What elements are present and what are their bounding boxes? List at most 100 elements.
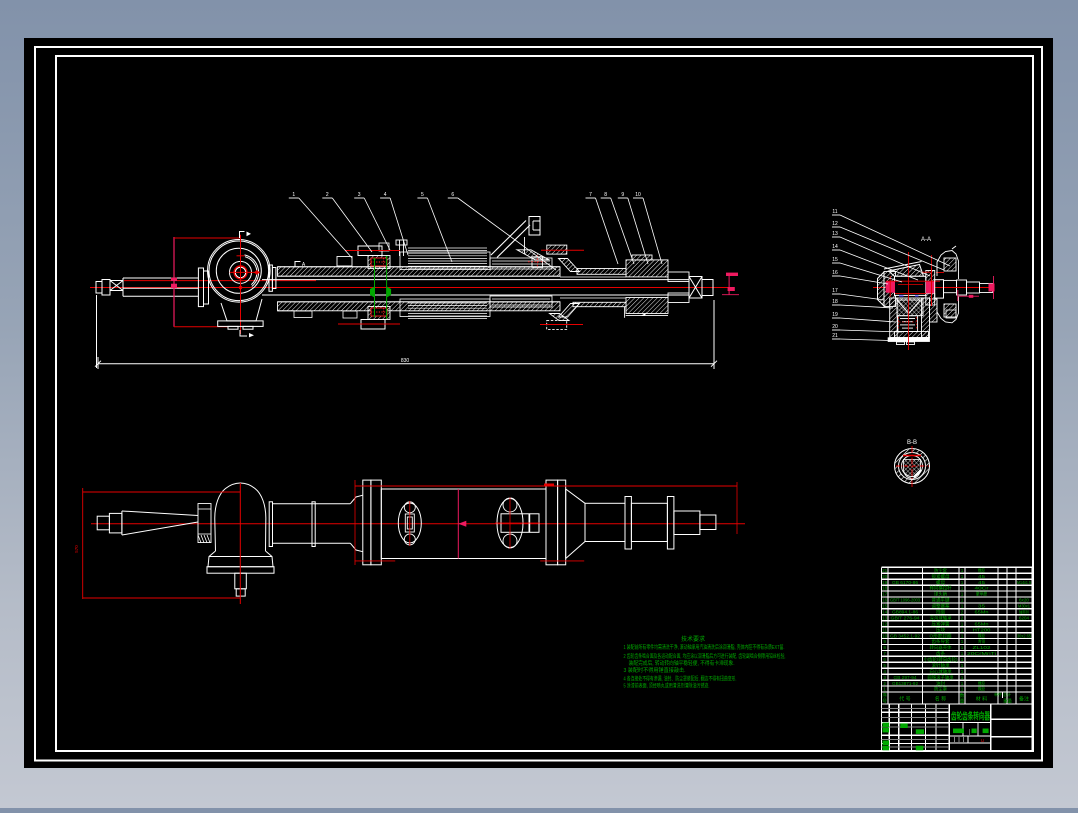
svg-text:挡圈: 挡圈 (936, 609, 945, 616)
svg-text:21: 21 (882, 568, 888, 573)
svg-text:1: 1 (961, 604, 964, 609)
svg-text:1: 1 (961, 675, 964, 680)
svg-text:18: 18 (832, 299, 838, 305)
svg-text:1: 1 (961, 586, 964, 591)
svg-text:21: 21 (832, 333, 838, 339)
svg-text:1: 1 (961, 657, 964, 662)
svg-text:橡胶: 橡胶 (978, 680, 985, 687)
svg-text:1: 1 (883, 687, 886, 692)
svg-text:12: 12 (882, 621, 888, 626)
svg-text:名 称: 名 称 (935, 696, 946, 703)
svg-text:齿条导套: 齿条导套 (932, 638, 950, 645)
svg-text:O形密封圈: O形密封圈 (930, 632, 953, 639)
svg-text:压紧弹簧: 压紧弹簧 (932, 620, 950, 627)
svg-text:GB 3452.1-92: GB 3452.1-92 (890, 633, 921, 638)
svg-text:14: 14 (832, 244, 838, 250)
svg-text:6x20: 6x20 (1019, 598, 1030, 603)
svg-text:20: 20 (832, 324, 838, 330)
svg-text:压块: 压块 (936, 626, 945, 633)
svg-text:9: 9 (883, 639, 886, 644)
svg-text:4: 4 (883, 669, 886, 674)
svg-text:GB894.1-86: GB894.1-86 (892, 610, 919, 615)
svg-text:1: 1 (961, 633, 964, 638)
svg-text:小齿轮(转向齿轮): 小齿轮(转向齿轮) (924, 656, 958, 663)
svg-text:3: 3 (883, 675, 886, 680)
svg-text:16: 16 (832, 270, 838, 276)
svg-text:9: 9 (621, 192, 624, 198)
svg-text:橡胶: 橡胶 (978, 567, 985, 574)
svg-text:M14x1.5: M14x1.5 (1017, 580, 1032, 585)
svg-text:45: 45 (978, 574, 986, 579)
svg-text:830: 830 (401, 358, 410, 364)
svg-text:2: 2 (961, 615, 964, 620)
svg-text:GB 297-94: GB 297-94 (894, 675, 918, 680)
svg-text:10: 10 (635, 192, 641, 198)
svg-text:螺母: 螺母 (936, 579, 945, 586)
svg-text:ZL102: ZL102 (973, 645, 992, 650)
svg-text:8: 8 (604, 192, 607, 198)
svg-text:45: 45 (978, 580, 986, 585)
svg-text:19: 19 (882, 580, 888, 585)
svg-text:14: 14 (882, 610, 888, 615)
svg-text:转向器壳体: 转向器壳体 (930, 644, 952, 651)
svg-text:轴用30: 轴用30 (1019, 609, 1030, 616)
svg-text:65Mn: 65Mn (975, 610, 990, 615)
svg-text:4: 4 (384, 192, 387, 198)
svg-text:技术要求: 技术要求 (681, 635, 705, 643)
svg-text:数: 数 (960, 692, 965, 699)
svg-text:聚甲醛: 聚甲醛 (976, 591, 987, 598)
svg-text:橡胶: 橡胶 (978, 632, 985, 639)
svg-text:7: 7 (883, 651, 886, 656)
svg-text:11: 11 (832, 209, 837, 215)
svg-text:16: 16 (882, 598, 888, 603)
svg-text:13: 13 (882, 615, 888, 620)
svg-text:M30x1: M30x1 (1018, 604, 1031, 609)
svg-text:2: 2 (326, 192, 329, 198)
svg-text:5: 5 (421, 192, 424, 198)
svg-text:材 料: 材 料 (976, 696, 987, 703)
svg-text:青铜: 青铜 (978, 638, 985, 645)
svg-text:1 装配前所有零件均需清洗干净, 滚动轴承用汽油清洗后涂: 1 装配前所有零件均需清洗干净, 滚动轴承用汽油清洗后涂润滑脂, 壳体内腔不得有… (624, 643, 785, 651)
svg-text:号: 号 (882, 699, 887, 705)
svg-text:u: u (981, 738, 984, 744)
svg-text:普通平键: 普通平键 (932, 597, 950, 604)
svg-text:19: 19 (832, 312, 838, 318)
svg-text:转向横拉杆: 转向横拉杆 (930, 585, 952, 592)
svg-text:15: 15 (832, 257, 838, 263)
svg-text:单件 总计: 单件 总计 (994, 691, 1011, 697)
svg-text:1: 1 (961, 645, 964, 650)
svg-text:5: 5 (883, 663, 886, 668)
svg-text:A: A (302, 262, 306, 268)
svg-text:1: 1 (961, 580, 964, 585)
svg-text:10: 10 (882, 633, 888, 638)
svg-text:2: 2 (961, 610, 964, 615)
svg-text:20CrMnTi: 20CrMnTi (967, 651, 996, 656)
svg-text:6: 6 (883, 657, 886, 662)
svg-text:A-A: A-A (921, 237, 931, 243)
svg-text:17: 17 (832, 288, 838, 294)
svg-text:17: 17 (882, 592, 888, 597)
svg-text:7: 7 (589, 192, 592, 198)
svg-text:1: 1 (961, 663, 964, 668)
svg-text:1: 1 (961, 627, 964, 632)
svg-text:GB13871-92: GB13871-92 (892, 681, 919, 686)
svg-text:深沟球轴承: 深沟球轴承 (930, 614, 952, 621)
svg-text:锁紧螺母: 锁紧螺母 (932, 573, 950, 580)
svg-text:11: 11 (882, 627, 887, 632)
svg-text:齿条: 齿条 (936, 650, 945, 657)
svg-text:齿轮齿条转向器: 齿轮齿条转向器 (951, 711, 990, 723)
svg-text:3: 3 (358, 192, 361, 198)
svg-text:1: 1 (961, 639, 964, 644)
svg-text:滚针轴承: 滚针轴承 (932, 662, 950, 669)
svg-text:油封: 油封 (936, 680, 945, 687)
svg-text:橡胶: 橡胶 (978, 686, 985, 693)
svg-text:2: 2 (883, 681, 886, 686)
svg-text:30x2.65: 30x2.65 (1017, 633, 1032, 638)
svg-text:35: 35 (978, 604, 986, 609)
svg-text:12: 12 (832, 221, 838, 227)
svg-text:防尘罩: 防尘罩 (934, 686, 947, 693)
svg-text:球头销: 球头销 (934, 591, 947, 598)
svg-text:4 各连接处不得有渗漏, 油封、防尘罩装配后, 翻边不得: 4 各连接处不得有渗漏, 油封、防尘罩装配后, 翻边不得有扭曲变形. (624, 674, 737, 682)
svg-text:1: 1 (292, 192, 295, 198)
svg-text:570: 570 (74, 545, 79, 553)
